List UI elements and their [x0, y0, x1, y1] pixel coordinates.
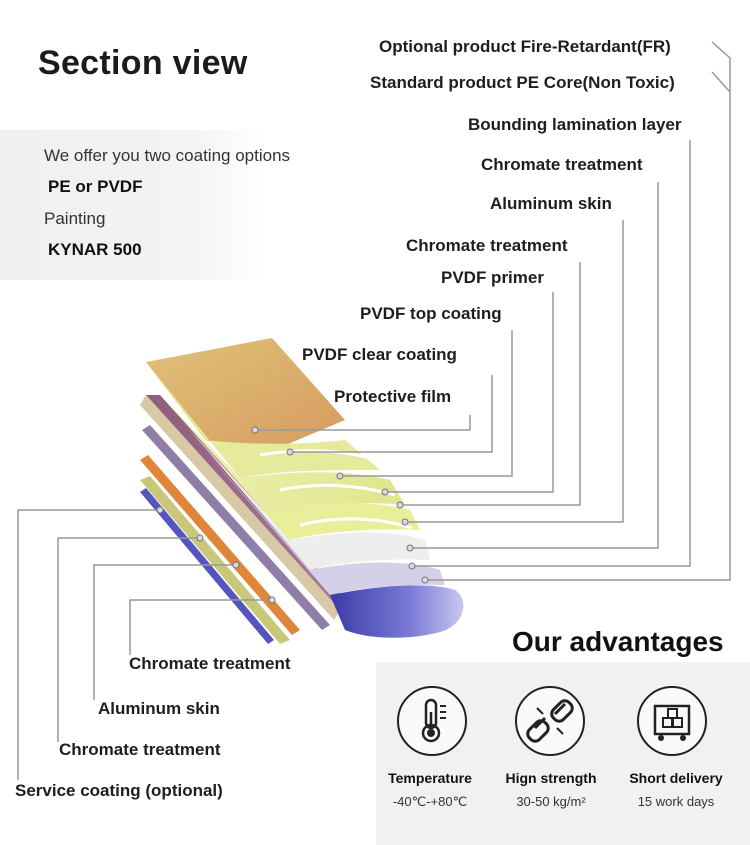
intro-panel [0, 130, 265, 280]
advantage-name: Hign strength [505, 770, 597, 786]
clear-coating-layer [146, 362, 380, 478]
label-chromate-treatment: Chromate treatment [129, 654, 291, 673]
label-service-coating: Service coating (optional) [15, 781, 223, 800]
side-strip-layer [140, 455, 300, 635]
aluminum-layer [190, 430, 430, 570]
label-bounding-lamination: Bounding lamination layer [468, 115, 682, 134]
label-aluminum-skin: Aluminum skin [490, 194, 612, 213]
label-pe-core: Standard product PE Core(Non Toxic) [370, 73, 675, 92]
label-protective-film: Protective film [334, 387, 452, 406]
side-strip-layer [140, 488, 274, 644]
label-pvdf-primer: PVDF primer [441, 268, 544, 287]
label-pvdf-clear-coating: PVDF clear coating [302, 345, 457, 364]
advantages-title: Our advantages [512, 626, 724, 657]
core-end-layer [330, 585, 464, 638]
thermometer-icon [397, 686, 467, 756]
chromate-layer [200, 445, 445, 595]
intro-line: We offer you two coating options [44, 146, 291, 165]
label-chromate-treatment: Chromate treatment [406, 236, 568, 255]
intro-option: KYNAR 500 [48, 240, 142, 259]
side-strip-layer [140, 395, 340, 620]
advantage-value: -40℃-+80℃ [392, 794, 468, 809]
advantage-name: Temperature [388, 770, 472, 786]
label-chromate-treatment: Chromate treatment [481, 155, 643, 174]
label-pvdf-top-coating: PVDF top coating [360, 304, 502, 323]
intro-line: Painting [44, 209, 106, 228]
side-strip-layer [140, 476, 290, 644]
broken-link-icon [515, 686, 585, 756]
intro-option: PE or PVDF [48, 177, 143, 196]
advantage-value: 30-50 kg/m² [516, 794, 586, 809]
top-coating-layer [160, 395, 405, 512]
primer-layer [175, 415, 420, 540]
leader-lines [17, 41, 731, 780]
advantage-value: 15 work days [637, 794, 715, 809]
label-fire-retardant: Optional product Fire-Retardant(FR) [379, 37, 671, 56]
page-title: Section view [38, 44, 248, 82]
advantage-name: Short delivery [629, 770, 723, 786]
side-strip-layer [142, 425, 330, 630]
delivery-box-icon [637, 686, 707, 756]
label-aluminum-skin: Aluminum skin [98, 699, 220, 718]
label-chromate-treatment: Chromate treatment [59, 740, 221, 759]
